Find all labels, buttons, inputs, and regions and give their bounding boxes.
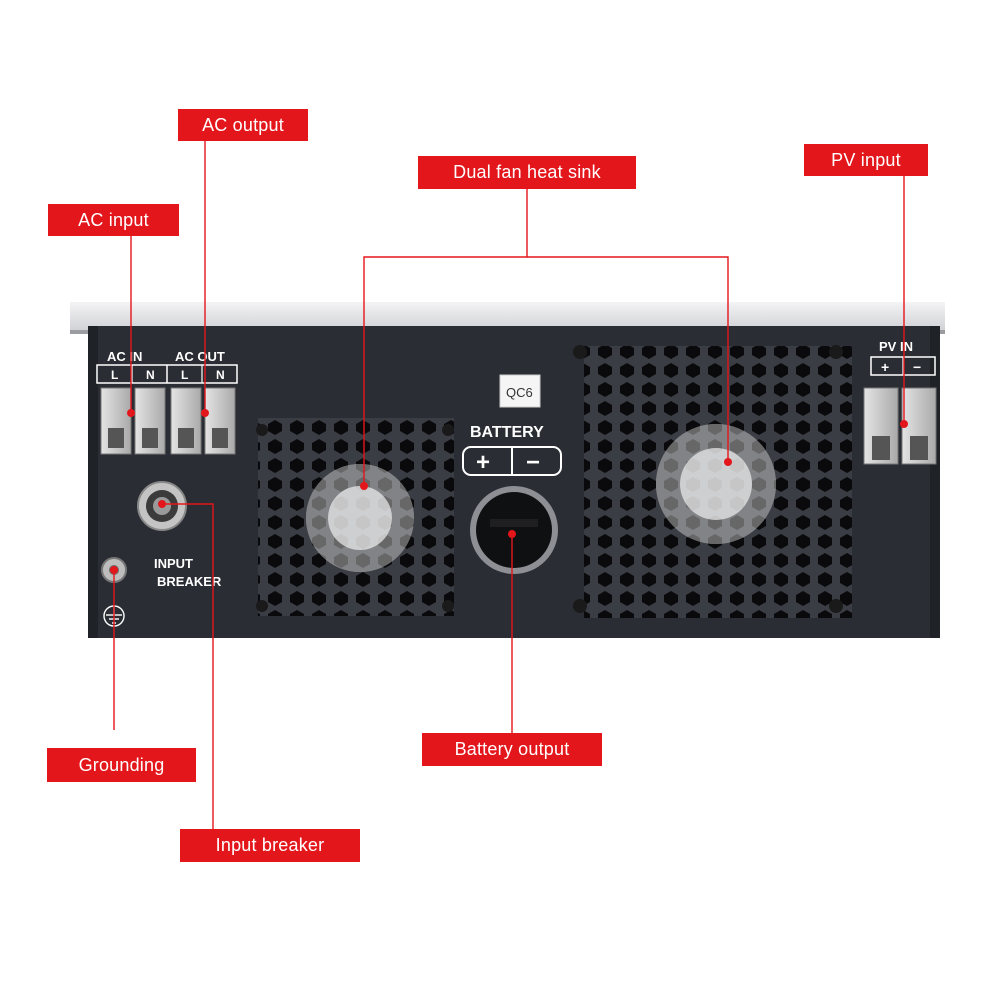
- pv-minus-icon: −: [913, 359, 921, 375]
- callout-battery-output: Battery output: [422, 733, 602, 766]
- ac-terminal-block: AC IN AC OUT L N L N: [96, 349, 238, 455]
- right-fan-heat-sink: [573, 345, 852, 618]
- terminal-n-label-1: N: [146, 368, 155, 382]
- leader-fan-right: [527, 256, 729, 462]
- input-breaker-text-2: BREAKER: [157, 574, 222, 589]
- battery-label: BATTERY: [470, 424, 544, 441]
- terminal-n-label-2: N: [216, 368, 225, 382]
- qc-sticker-text: QC6: [506, 385, 533, 400]
- battery-minus-icon: −: [526, 449, 540, 476]
- ac-out-label: AC OUT: [175, 349, 225, 364]
- callout-pv-input: PV input: [804, 144, 928, 176]
- leader-dots: [110, 409, 908, 574]
- callout-ac-input: AC input: [48, 204, 179, 236]
- input-breaker-text-1: INPUT: [154, 556, 193, 571]
- leader-input-breaker: [162, 503, 214, 829]
- callout-dual-fan-heat-sink: Dual fan heat sink: [418, 156, 636, 189]
- pv-in-label: PV IN: [879, 339, 913, 354]
- battery-connector: [470, 486, 558, 574]
- callout-grounding: Grounding: [47, 748, 196, 782]
- pv-plus-icon: +: [881, 359, 889, 375]
- callout-ac-output: AC output: [178, 109, 308, 141]
- leader-lines: [113, 141, 905, 829]
- left-fan-heat-sink: [256, 418, 454, 616]
- top-cover: [70, 302, 945, 332]
- leader-fan-left: [363, 189, 528, 486]
- battery-plus-icon: +: [476, 449, 490, 476]
- terminal-l-label-2: L: [181, 368, 188, 382]
- ac-in-label: AC IN: [107, 349, 142, 364]
- qc-sticker: [499, 374, 541, 408]
- callout-input-breaker: Input breaker: [180, 829, 360, 862]
- terminal-l-label-1: L: [111, 368, 118, 382]
